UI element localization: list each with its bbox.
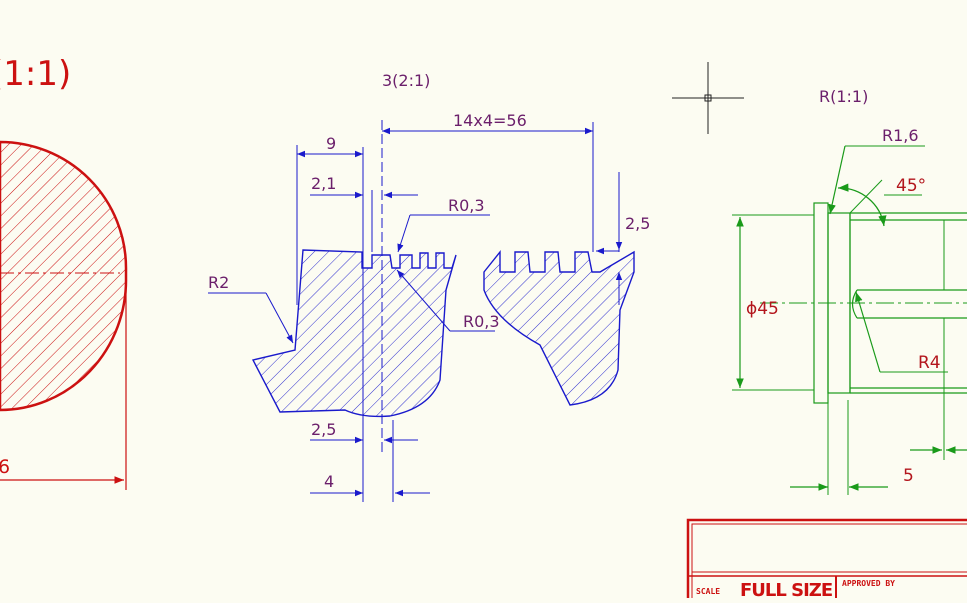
left-circle-section (0, 140, 128, 412)
dim-width-5: 5 (903, 466, 914, 486)
dim-radius-1-6: R1,6 (882, 126, 919, 145)
right-scale-label: R(1:1) (819, 87, 868, 106)
title-scale-value: FULL SIZE (740, 580, 832, 598)
dim-radius-0-3-bottom: R0,3 (463, 312, 500, 331)
dim-width-9: 9 (326, 134, 336, 153)
dim-pitch: 14x4=56 (453, 111, 527, 130)
dim-diameter-45: ϕ45 (746, 299, 779, 319)
dim-width-2-5-bottom: 2,5 (311, 420, 336, 439)
left-scale-label: (1:1) (0, 54, 71, 94)
dim-radius-0-3-top: R0,3 (448, 196, 485, 215)
right-view: R(1:1) ϕ45 R1,6 45° R4 (732, 87, 967, 495)
title-approved-caption: APPROVED BY (842, 579, 895, 588)
crosshair-cursor-icon (672, 62, 744, 134)
left-view: (1:1) 6 (0, 54, 128, 490)
middle-scale-label: 3(2:1) (382, 71, 430, 90)
dim-angle-45: 45° (896, 176, 926, 196)
dim-radius-4: R4 (918, 353, 941, 373)
dim-width-2-1: 2,1 (311, 174, 336, 193)
left-dimension-label: 6 (0, 456, 10, 478)
middle-view: 3(2:1) 14x4=56 9 2,1 R0,3 2,5 R2 R0,3 2,… (208, 71, 650, 502)
dim-radius-2: R2 (208, 273, 229, 292)
dim-height-2-5-right: 2,5 (625, 214, 650, 233)
title-scale-caption: SCALE (696, 587, 720, 596)
middle-left-section (251, 249, 457, 418)
dim-width-4: 4 (324, 472, 334, 491)
title-block: SCALE FULL SIZE APPROVED BY (686, 518, 967, 603)
middle-right-section (483, 250, 635, 406)
